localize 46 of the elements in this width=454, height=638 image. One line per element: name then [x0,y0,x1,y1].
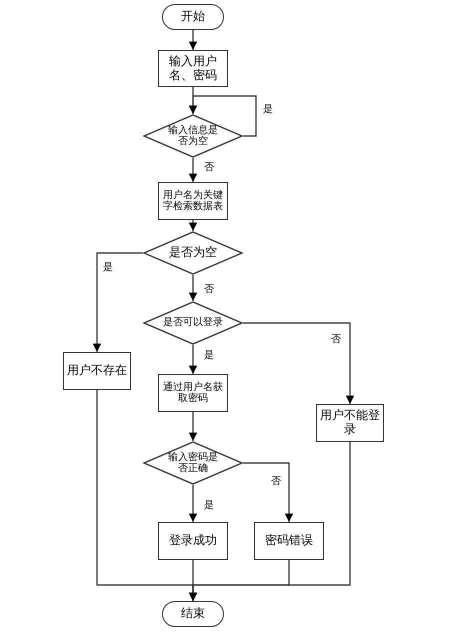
arrow [92,252,143,352]
edge-label: 是 [102,262,114,274]
arrow [243,462,294,522]
process-text: 用户名为关键字检索数据表 [162,190,224,212]
edge-label: 是 [203,500,215,512]
decision-text: 输入信息是否为空 [167,124,219,148]
arrow [188,485,198,522]
terminal-text: 开始 [180,10,206,24]
decision-diamond [143,301,243,345]
terminal-box [162,601,224,627]
decision-diamond [143,231,243,275]
edge-label: 否 [330,334,342,346]
process-box [158,50,228,87]
edge-label: 是 [262,104,274,116]
terminal-box [162,4,224,30]
process-box [254,522,324,560]
edge-label: 否 [203,162,215,174]
arrow [188,345,198,374]
edge-label: 否 [270,476,282,488]
process-text: 密码错误 [264,534,314,548]
arrow [188,412,198,441]
decision-diamond [143,441,243,485]
process-box [158,522,228,560]
process-text: 用户不存在 [66,364,128,378]
process-text: 输入用户名、密码 [168,54,218,82]
arrow [188,158,198,182]
arrow [188,95,257,137]
process-text: 用户不能登录 [319,409,381,437]
edge-label: 否 [203,284,215,296]
decision-text: 输入密码是否正确 [167,452,219,474]
arrow [188,30,198,50]
process-box [316,404,384,442]
decision-diamond [143,114,243,158]
decision-text: 是否为空 [168,246,218,260]
arrow [188,442,351,601]
process-box [63,352,131,390]
decision-text: 是否可以登录 [162,317,224,329]
arrow [243,322,354,404]
process-text: 通过用户名获取密码 [162,382,224,404]
arrow [188,275,198,301]
arrow [188,220,198,231]
terminal-text: 结束 [180,607,206,621]
process-box [158,374,228,412]
edge-label: 是 [203,350,215,362]
process-box [158,182,228,220]
process-text: 登录成功 [168,534,218,548]
